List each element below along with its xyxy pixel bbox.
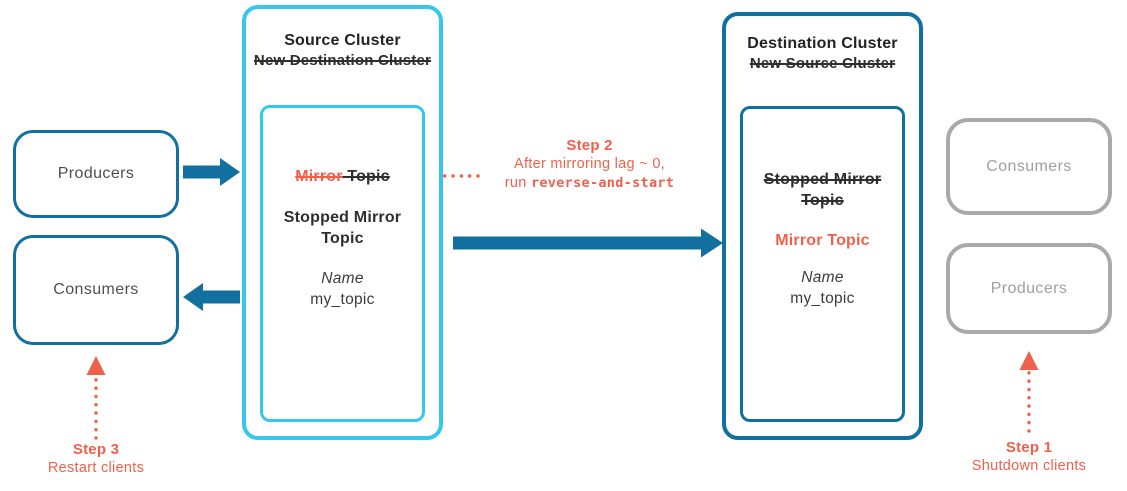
- source-topic-old-label-topic: Topic: [342, 168, 390, 185]
- source-topic-box: Mirror Topic Stopped Mirror Topic Name m…: [260, 105, 425, 422]
- destination-cluster-box: Destination Cluster New Source Cluster S…: [722, 12, 923, 440]
- left-producers-box: Producers: [13, 130, 179, 218]
- right-consumers-label: Consumers: [986, 157, 1072, 175]
- right-producers-box: Producers: [946, 243, 1112, 334]
- source-topic-old-label-mirror: Mirror: [295, 168, 343, 185]
- arrow-producers-to-source: [183, 158, 240, 186]
- destination-topic-name-caption: Name: [801, 269, 844, 286]
- step2-line2: run reverse-and-start: [462, 174, 717, 193]
- destination-topic-new-label: Mirror Topic: [775, 232, 870, 249]
- step3-annotation: Step 3 Restart clients: [6, 440, 186, 478]
- destination-topic-name-value: my_topic: [790, 290, 855, 307]
- destination-topic-box: Stopped Mirror Topic Mirror Topic Name m…: [740, 106, 905, 422]
- step2-line2-prefix: run: [504, 175, 531, 191]
- step2-annotation: Step 2 After mirroring lag ~ 0, run reve…: [462, 136, 717, 193]
- step2-title: Step 2: [566, 137, 613, 154]
- right-consumers-box: Consumers: [946, 118, 1112, 215]
- step3-title: Step 3: [72, 441, 120, 458]
- source-cluster-title: Source Cluster: [284, 32, 401, 49]
- source-topic-name-value: my_topic: [310, 291, 375, 308]
- step2-command-code: reverse-and-start: [530, 175, 675, 191]
- source-cluster-box: Source Cluster New Destination Cluster M…: [242, 5, 443, 440]
- step3-caption: Restart clients: [47, 460, 145, 476]
- left-producers-label: Producers: [57, 165, 135, 182]
- arrow-source-to-destination: [453, 228, 723, 258]
- source-topic-old-label: Mirror Topic: [263, 166, 422, 187]
- step1-caption: Shutdown clients: [971, 458, 1087, 474]
- dotted-arrow-step1: [1019, 351, 1039, 433]
- source-topic-name-caption: Name: [321, 270, 364, 287]
- destination-cluster-title: Destination Cluster: [747, 35, 898, 52]
- left-consumers-label: Consumers: [53, 281, 139, 298]
- destination-cluster-old-title: New Source Cluster: [749, 55, 896, 72]
- source-cluster-old-title: New Destination Cluster: [253, 52, 432, 69]
- source-topic-new-label: Stopped Mirror Topic: [283, 209, 402, 247]
- right-producers-label: Producers: [990, 279, 1068, 297]
- left-consumers-box: Consumers: [13, 235, 179, 345]
- dotted-arrow-step3: [86, 356, 106, 440]
- destination-topic-old-label: Stopped Mirror Topic: [763, 171, 882, 209]
- step1-title: Step 1: [1005, 439, 1053, 456]
- step2-line1: After mirroring lag ~ 0,: [513, 156, 666, 172]
- step1-annotation: Step 1 Shutdown clients: [939, 438, 1119, 476]
- arrow-source-to-consumers: [183, 283, 240, 311]
